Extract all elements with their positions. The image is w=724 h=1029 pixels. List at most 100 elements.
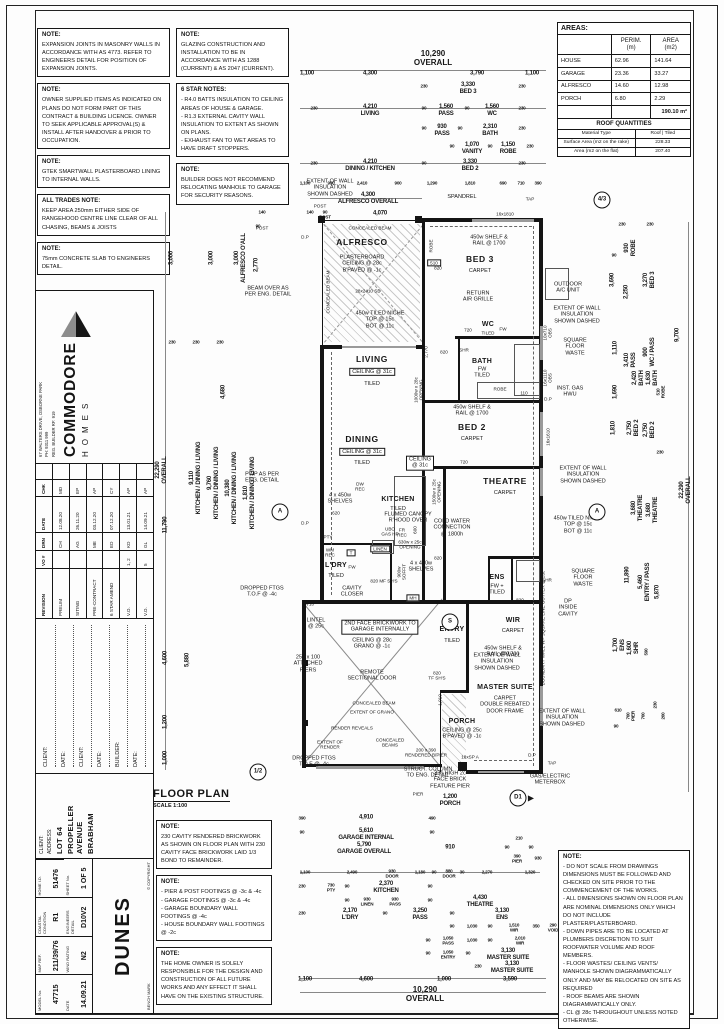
plan-label: 9,760 KITCHEN / DINING / LIVING [207, 446, 220, 520]
plan-label: CEILING @ 31c [349, 367, 395, 377]
plan-label: 880 DOOR [442, 868, 456, 879]
plan-label: 90 [465, 950, 471, 956]
wall [322, 221, 323, 345]
plan-label: CEILING @ 31c [405, 455, 435, 471]
plan-label: 1,050 PASS [442, 935, 454, 946]
plan-label: 610 [614, 707, 622, 713]
plan-label: 230 [192, 339, 200, 345]
plan-label: 910 [445, 844, 455, 851]
plan-label: 10,290 OVERALL [405, 984, 445, 1003]
plan-label: 4,910 [358, 814, 374, 821]
commodore-logo-icon [61, 311, 91, 337]
plan-label: 200 [660, 712, 666, 720]
plan-label: DROPPED FTGS T.O.F @ -4c [240, 585, 284, 598]
roof-material-label: Material Type [581, 131, 611, 137]
plan-label: CAVITY CLOSER [340, 585, 364, 598]
plan-label: 3,330 BED 2 [461, 159, 479, 172]
plan-label: 16x1810 [496, 211, 514, 217]
plan-label: 930 [534, 855, 542, 861]
plan-label: D.P [544, 396, 552, 402]
plan-label: THEATRE [483, 476, 527, 487]
plan-label: SQUARE FLOOR WASTE [571, 568, 595, 588]
plan-label: SHR [459, 347, 469, 353]
plan-label: V10 [305, 601, 315, 607]
plan-label: 900 [394, 180, 402, 186]
titleblock-field: MODEL No.47715 [36, 974, 64, 1013]
plan-label: RENDER REVEALS [331, 725, 373, 731]
plan-label: TILED [444, 637, 460, 644]
plan-label: 3,270 BED 3 [643, 271, 656, 289]
plan-label: 1/2 [249, 763, 267, 781]
plan-label: 2,410 [356, 180, 368, 186]
plan-label: FW + TILED [489, 583, 505, 596]
plan-label: ROBE [493, 386, 507, 392]
plan-label: 1,810 [464, 180, 476, 186]
notes-column-2: NOTE:GLAZING CONSTRUCTION AND INSTALLATI… [176, 28, 289, 205]
plan-label: PLASTERBOARD CEILING @ 28c B'PAVED @ -1c [339, 254, 385, 274]
plan-label: CARPET DOUBLE REBATED DOOR FRAME [480, 695, 530, 715]
wall [302, 764, 442, 767]
plan-label: 110 [520, 390, 528, 396]
kitchen-bench [394, 476, 426, 546]
sidebar-line: CLIENT: [39, 835, 45, 854]
plan-label: 1,810 KITCHEN / DINING / LIVING [243, 456, 256, 530]
note-box: 6 STAR NOTES:- R4.0 BATTS INSULATION TO … [176, 83, 289, 158]
plan-label: 1,320 [524, 869, 536, 875]
plan-label: 2,270 [481, 869, 493, 875]
builder-brand: COMMODORE HOMES [61, 297, 91, 457]
plan-label: 4/3 [593, 191, 611, 209]
porch-paving-hatch [442, 694, 466, 768]
note-box: NOTE:- PIER & POST FOOTINGS @ -3c & -4c … [156, 875, 272, 942]
plan-label: 3,130 ENS [494, 908, 510, 921]
plan-label: D1 [509, 789, 527, 807]
plan-label: 4,600 [358, 976, 374, 983]
plan-label: 90 [427, 897, 433, 903]
plan-label: 90 [299, 829, 305, 835]
plan-label: 820 [434, 265, 442, 271]
wall [440, 690, 469, 693]
window [540, 686, 543, 726]
plan-label: SPANDREL [447, 193, 477, 200]
plan-label: STRUCT. COLUMN TO ENG. DETAIL [403, 766, 453, 779]
plan-label: 250 x 100 ATTACHED PIERS [293, 654, 323, 674]
plan-label: 230 [168, 339, 176, 345]
plan-label: FW [348, 564, 356, 570]
plan-label: 450w SHELF & RAIL @ 1700 [470, 234, 508, 247]
plan-label: 1,050 ENTRY [440, 949, 456, 960]
plan-label: 3,690 [609, 272, 616, 288]
plan-label: 1,000 [436, 976, 452, 983]
plan-label: FR REC [397, 527, 407, 538]
plan-label: WIR [505, 616, 521, 624]
plan-label: ▶ [527, 793, 535, 803]
plan-label: 1,510 WIR [508, 922, 520, 933]
pier [302, 720, 308, 726]
plan-label: 1,200 [162, 714, 169, 730]
plan-label: INST. GAS HWU [556, 385, 584, 398]
note-box: NOTE:EXPANSION JOINTS IN MASONRY WALLS I… [37, 28, 170, 78]
plan-label: EXTENT OF WALL INSULATION SHOWN DASHED [306, 178, 354, 198]
plan-label: CARPET [501, 627, 525, 634]
plan-label: 2,770 [253, 257, 260, 273]
plan-label: 600 [412, 526, 418, 534]
note-box: NOTE:OWNER SUPPLIED ITEMS AS INDICATED O… [37, 83, 170, 150]
dim-line [300, 70, 546, 71]
plan-label: S [441, 613, 459, 631]
plan-label: 1,290 [426, 180, 438, 186]
plan-label: 90 [421, 160, 427, 166]
plan-label: 90 [429, 829, 435, 835]
plan-label: 1,100 [297, 976, 313, 983]
plan-label: 2,310 BATH [482, 124, 498, 137]
plan-label: 1,810 [610, 420, 617, 436]
plan-label: 5,790 GARAGE OVERALL [337, 842, 391, 855]
plan-label: 350 [532, 923, 540, 929]
plan-label: 930 ROBE [624, 239, 637, 257]
plan-label: 5,880 [184, 652, 191, 668]
plan-label: 3,130 MASTER SUITE [486, 948, 530, 961]
post [415, 216, 422, 223]
insulation-dashed-line [533, 226, 534, 766]
plan-label: REMOTE SECTIONAL DOOR [347, 669, 397, 682]
